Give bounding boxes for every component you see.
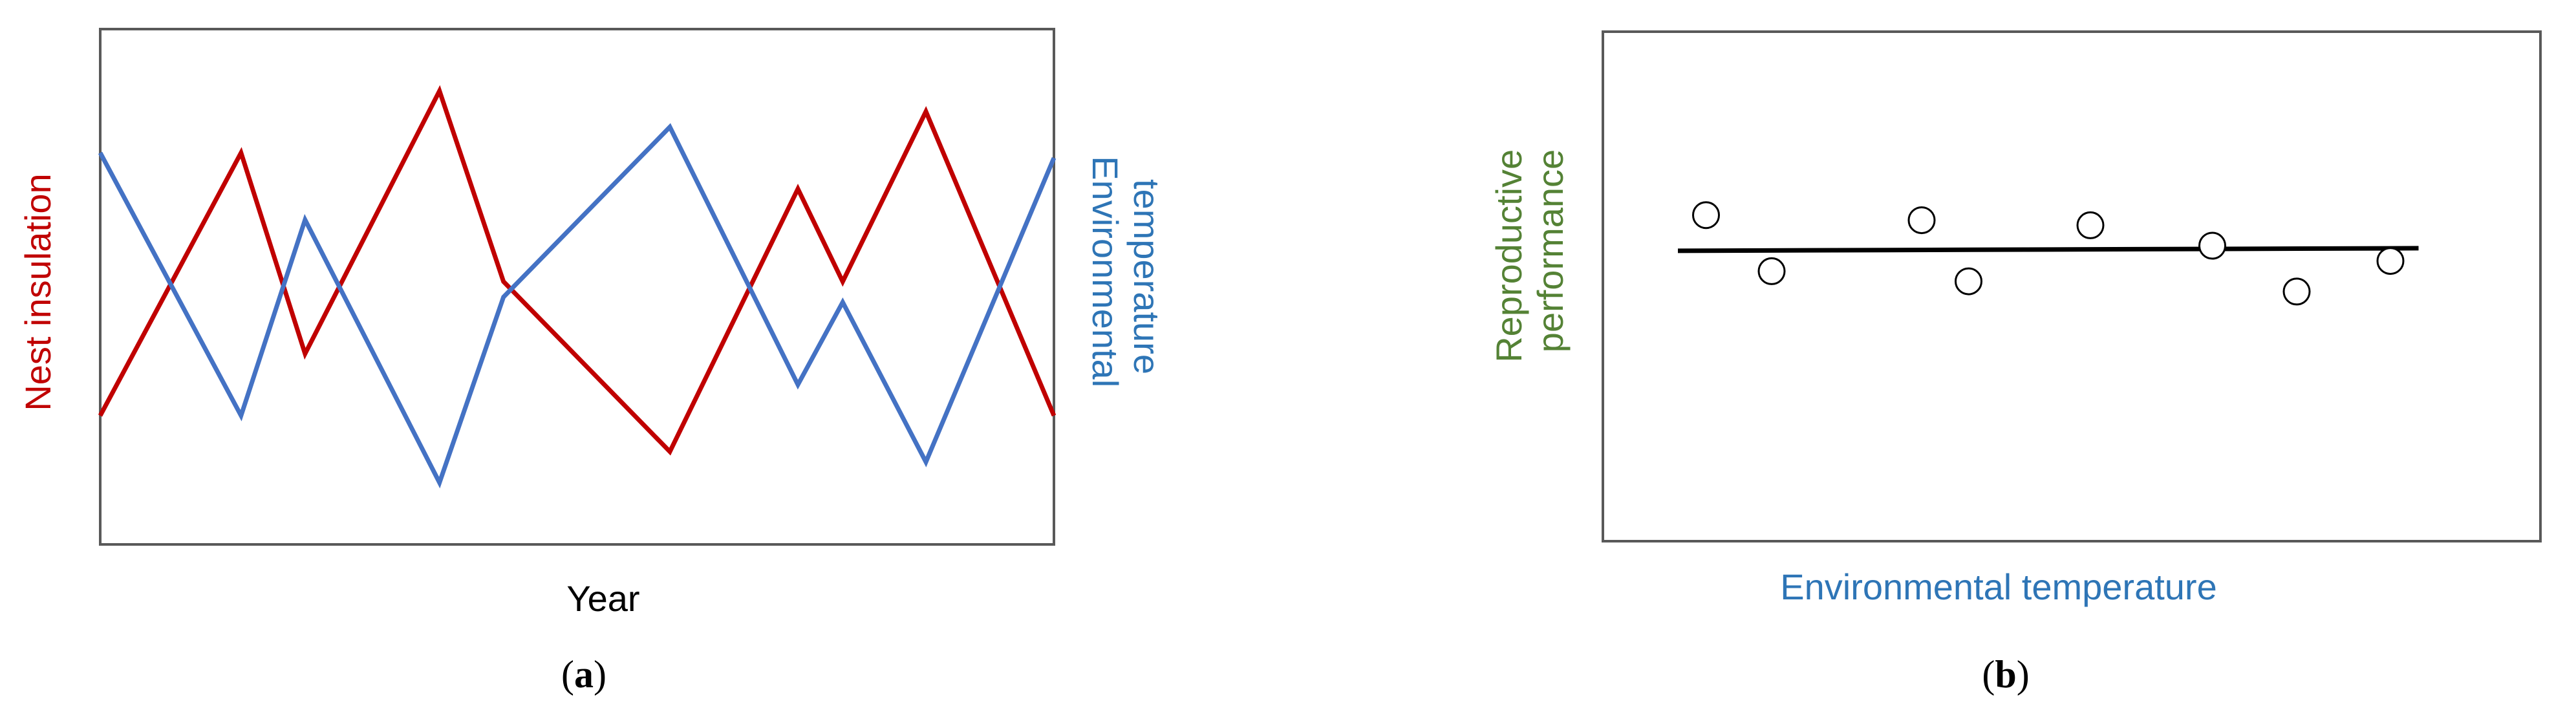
panel-b-x-axis-label: Environmental temperature bbox=[1780, 566, 2216, 607]
nest-insulation-line bbox=[98, 85, 1057, 456]
panel-b-y-axis-label-line-2: performance bbox=[1530, 149, 1571, 352]
panel-b-y-axis-label-line-1: Reproductive bbox=[1488, 149, 1529, 363]
panel-a-caption-letter: a bbox=[574, 653, 594, 696]
panel-b-series-group bbox=[1677, 201, 2419, 306]
scatter-point-5 bbox=[2076, 211, 2105, 239]
panel-b-caption-letter: b bbox=[1995, 653, 2016, 696]
panel-a-caption-open: ( bbox=[561, 653, 574, 696]
panel-a-plot-frame bbox=[99, 28, 1055, 546]
panel-b-plot-frame bbox=[1602, 30, 2542, 542]
trend-line bbox=[1677, 246, 2419, 253]
panel-a: Nest insulation Environmental temperatur… bbox=[17, 28, 1167, 696]
panel-a-x-axis-label: Year bbox=[566, 578, 639, 619]
scatter-point-1 bbox=[1692, 201, 1720, 230]
scatter-point-7 bbox=[2282, 277, 2311, 306]
scatter-point-2 bbox=[1757, 257, 1786, 285]
scatter-point-4 bbox=[1955, 267, 1982, 295]
panel-a-y2-axis-label-line-2: temperature bbox=[1126, 179, 1167, 374]
panel-a-y2-axis-label: Environmental temperature bbox=[1085, 156, 1167, 398]
scatter-point-3 bbox=[1907, 206, 1936, 235]
environmental-temperature-line bbox=[98, 123, 1057, 489]
panel-a-y-axis-label: Nest insulation bbox=[17, 173, 58, 411]
panel-b-caption: (b) bbox=[1982, 653, 2029, 696]
panel-b-y-axis-label: Reproductive performance bbox=[1488, 139, 1571, 363]
panel-a-caption: (a) bbox=[561, 653, 606, 696]
panel-a-caption-close: ) bbox=[594, 653, 606, 696]
panel-a-y2-axis-label-line-1: Environmental bbox=[1085, 156, 1126, 387]
scatter-point-6 bbox=[2198, 231, 2226, 260]
panel-a-series-group bbox=[98, 85, 1057, 489]
panel-b-caption-close: ) bbox=[2017, 653, 2030, 696]
scatter-point-8 bbox=[2376, 247, 2405, 275]
panel-b: Reproductive performance Environmental t… bbox=[1488, 30, 2542, 696]
panel-b-caption-open: ( bbox=[1982, 653, 1995, 696]
